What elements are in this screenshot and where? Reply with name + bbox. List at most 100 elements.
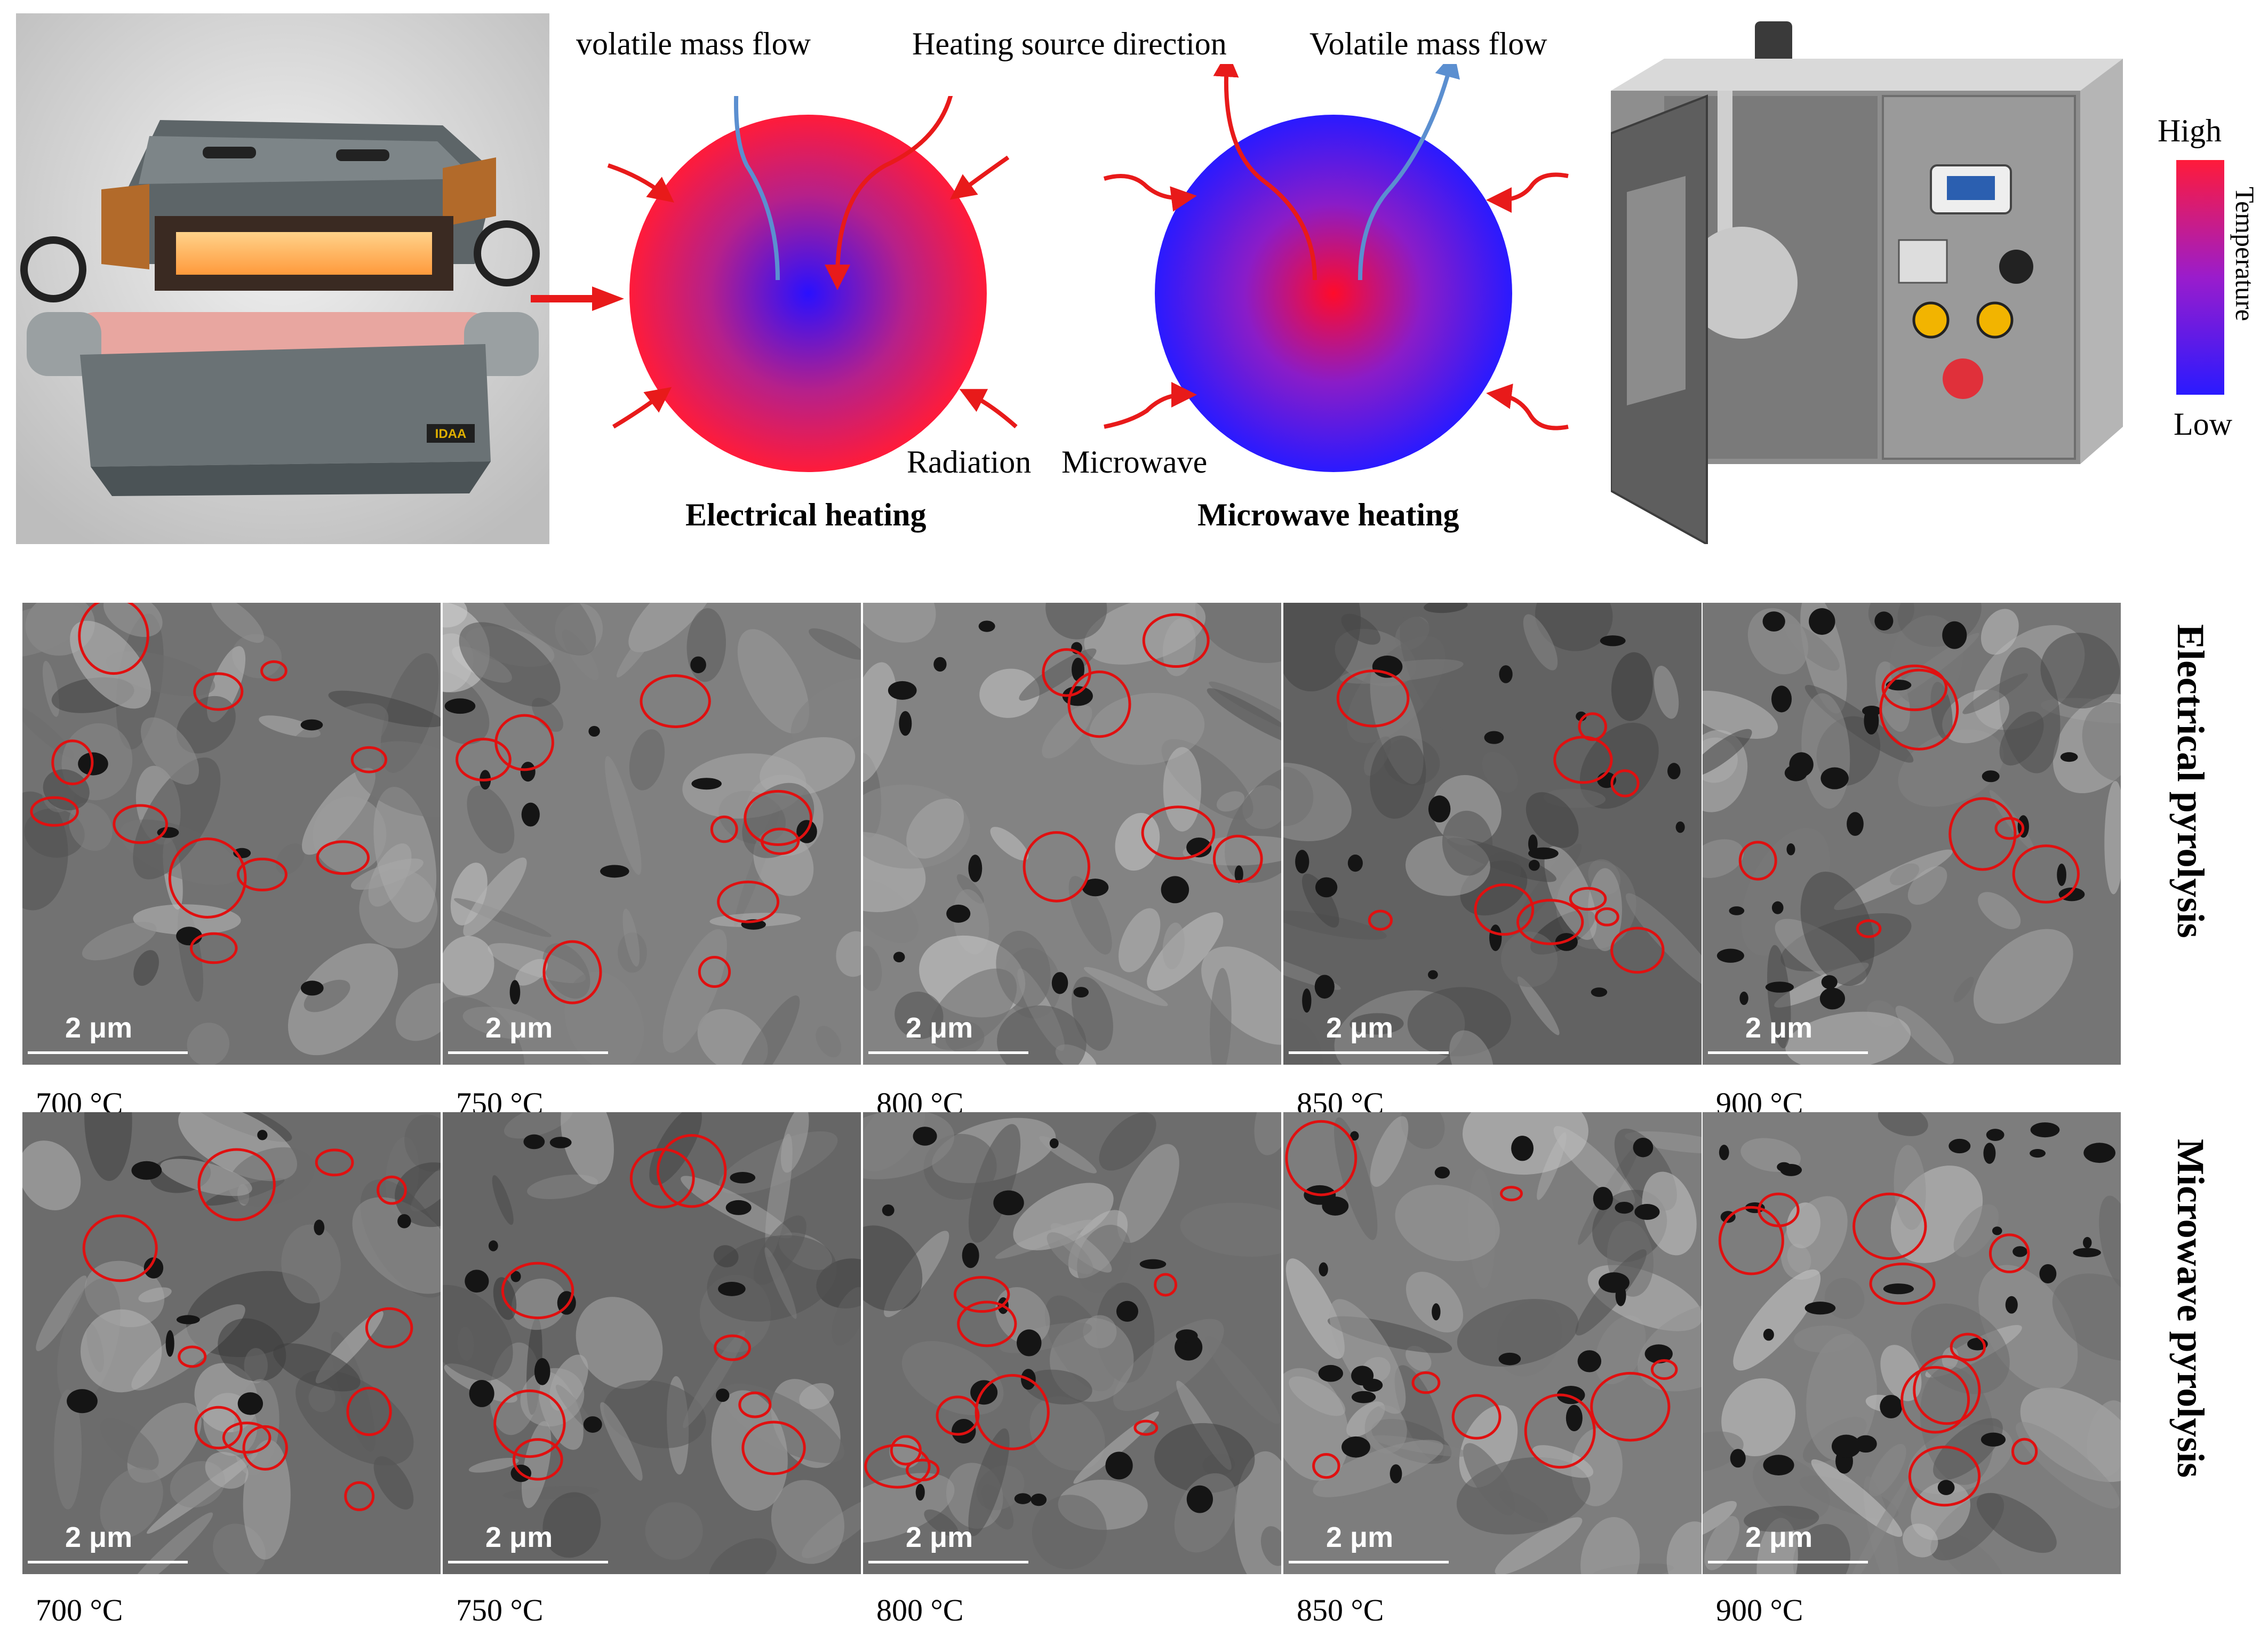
pore-marker <box>744 789 813 847</box>
scale-bar-label: 2 μm <box>65 1012 133 1044</box>
tube-furnace-image: IDAA <box>16 13 549 544</box>
pore-marker <box>2011 1438 2038 1465</box>
pore-marker <box>1989 1233 2030 1273</box>
pore-marker <box>1994 817 2025 840</box>
pore-marker <box>1451 1394 1502 1440</box>
scale-bar <box>1708 1051 1868 1054</box>
pore-marker <box>1154 1273 1178 1297</box>
pore-marker <box>113 804 168 844</box>
pore-marker <box>78 603 149 675</box>
pore-marker <box>260 660 288 682</box>
pore-marker <box>542 940 602 1004</box>
scale-bar <box>448 1561 608 1563</box>
scale-bar <box>1289 1561 1449 1563</box>
sem-image-electrical-5: 2 μm <box>1703 603 2121 1065</box>
microwave-reactor-image <box>1611 21 2123 544</box>
pore-marker <box>2012 844 2080 904</box>
microwave-heating-title: Microwave heating <box>1197 497 1459 532</box>
pore-marker <box>629 1148 695 1209</box>
sem-image-electrical-2: 2 μm <box>443 603 861 1065</box>
pore-marker <box>350 746 387 773</box>
scale-bar-label: 2 μm <box>1326 1521 1394 1553</box>
pore-marker <box>1312 1453 1340 1479</box>
pore-marker <box>222 1422 271 1454</box>
sem-image-microwave-1: 2 μm <box>22 1112 441 1574</box>
pore-marker <box>82 1214 158 1282</box>
scale-bar <box>1708 1561 1868 1563</box>
sem-image-microwave-3: 2 μm <box>863 1112 1281 1574</box>
scale-bar <box>868 1051 1028 1054</box>
scale-bar-label: 2 μm <box>65 1521 133 1553</box>
temperature-colorbar <box>2176 160 2224 395</box>
scale-bar-label: 2 μm <box>1745 1521 1813 1553</box>
pore-marker <box>741 1420 806 1475</box>
pore-marker <box>1948 797 2017 871</box>
scale-bar-label: 2 μm <box>485 1012 553 1044</box>
pore-marker <box>1900 1366 1970 1434</box>
pore-marker <box>178 1345 207 1368</box>
electrical-volatile-label: volatile mass flow <box>576 26 811 61</box>
scale-bar <box>28 1051 188 1054</box>
pore-marker <box>365 1307 413 1348</box>
pore-marker <box>315 1148 354 1177</box>
pore-marker <box>346 1386 392 1437</box>
row-label-electrical: Electrical pyrolysis <box>2169 624 2212 938</box>
pore-marker <box>738 1391 772 1418</box>
scale-bar-label: 2 μm <box>485 1521 553 1553</box>
pore-marker <box>494 714 554 771</box>
pore-marker <box>656 1134 727 1208</box>
pore-marker <box>714 1334 751 1361</box>
pore-marker <box>242 1425 288 1471</box>
temperature-label: 700 °C <box>36 1593 123 1627</box>
scale-bar <box>28 1561 188 1563</box>
electrical-heating-sphere <box>607 96 1018 472</box>
pore-marker <box>975 1374 1050 1450</box>
pore-marker <box>168 837 247 919</box>
pore-marker <box>710 815 738 843</box>
microwave-label: Microwave <box>1061 444 1208 480</box>
scale-bar-label: 2 μm <box>1745 1012 1813 1044</box>
pore-marker <box>193 672 244 711</box>
scale-bar-label: 2 μm <box>906 1012 973 1044</box>
pore-marker <box>1595 907 1619 927</box>
temperature-label: 900 °C <box>1716 1593 1803 1627</box>
pore-marker <box>194 1406 243 1450</box>
pore-marker <box>30 796 79 827</box>
microwave-heating-sphere <box>1103 64 1569 472</box>
pore-marker <box>1879 668 1959 751</box>
temperature-label: 850 °C <box>1297 1593 1384 1627</box>
scale-bar <box>1289 1051 1449 1054</box>
pore-marker <box>957 1300 1017 1347</box>
pore-marker <box>236 857 288 892</box>
sem-image-electrical-1: 2 μm <box>22 603 441 1065</box>
pore-marker <box>1411 1371 1441 1394</box>
pore-marker <box>1610 769 1640 797</box>
sem-image-electrical-4: 2 μm <box>1283 603 1702 1065</box>
sem-image-microwave-5: 2 μm <box>1703 1112 2121 1574</box>
pore-marker <box>377 1175 407 1205</box>
sem-image-microwave-2: 2 μm <box>443 1112 861 1574</box>
legend-axis-label: Temperature <box>2230 187 2260 321</box>
legend-high: High <box>2158 113 2222 148</box>
pore-marker <box>1516 899 1584 945</box>
pore-marker <box>864 1443 931 1489</box>
scale-bar-label: 2 μm <box>1326 1012 1394 1044</box>
pore-marker <box>1500 1186 1523 1202</box>
pore-marker <box>1738 841 1777 881</box>
pore-marker <box>493 1389 566 1458</box>
furnace-brand-label: IDAA <box>435 427 467 441</box>
temperature-label: 750 °C <box>456 1593 544 1627</box>
temperature-label: 800 °C <box>876 1593 964 1627</box>
scale-bar <box>868 1561 1028 1563</box>
pore-marker <box>1881 664 1948 712</box>
pore-marker <box>640 674 711 728</box>
pore-marker <box>1856 919 1882 938</box>
pore-marker <box>1336 669 1410 728</box>
pore-marker <box>717 880 780 923</box>
pore-marker <box>953 1276 1010 1313</box>
pore-marker <box>1578 712 1607 741</box>
pore-marker <box>936 1395 980 1436</box>
pore-marker <box>1142 613 1210 668</box>
pore-marker <box>1023 831 1091 903</box>
pore-marker <box>1042 648 1091 697</box>
